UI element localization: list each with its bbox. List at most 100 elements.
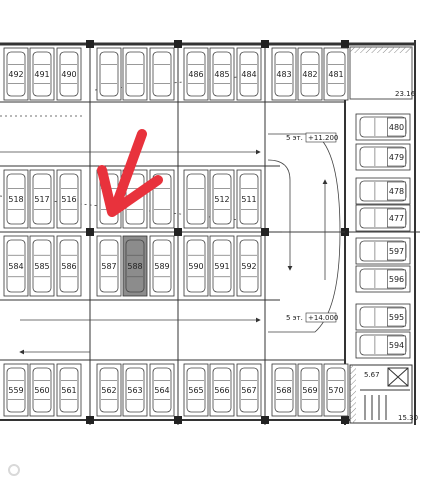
space-number: 563 [127,386,142,395]
parking-space [96,47,122,101]
space-number: 570 [328,386,343,395]
space-number: 584 [8,262,23,271]
space-number: 560 [34,386,49,395]
parking-space: 597 [355,237,411,265]
car-icon [6,173,26,225]
space-number: 482 [302,70,317,79]
parking-space: 587 [96,235,122,297]
car-icon [300,51,320,97]
space-number: 478 [389,187,404,196]
car-icon [239,239,259,293]
car-icon [6,239,26,293]
space-number: 477 [389,214,404,223]
space-number: 566 [214,386,229,395]
parking-space: 567 [236,363,262,417]
parking-space: 482 [297,47,323,101]
car-icon [186,367,206,413]
car-icon [152,367,172,413]
space-number: 564 [154,386,169,395]
car-icon [32,367,52,413]
car-icon [359,334,407,356]
parking-space [149,47,175,101]
space-number: 595 [389,313,404,322]
stairwell: 5.67 15.30 [349,364,418,424]
car-icon [359,240,407,262]
avito-watermark [8,463,23,476]
space-number: 479 [389,153,404,162]
space-number: 483 [276,70,291,79]
parking-space: 595 [355,303,411,331]
car-icon [59,239,79,293]
parking-space: 563 [122,363,148,417]
stair-dimension-label: 5.67 [364,371,380,379]
parking-space: 518 [3,169,29,229]
space-number: 594 [389,341,404,350]
space-number: 485 [214,70,229,79]
parking-space: 565 [183,363,209,417]
space-number: 586 [61,262,76,271]
space-number: 559 [8,386,23,395]
parking-space: 517 [29,169,55,229]
space-number: 491 [34,70,49,79]
space-number: 481 [328,70,343,79]
parking-space: 594 [355,331,411,359]
ramp-level-mark: +14.000 [308,314,338,322]
parking-space: 566 [209,363,235,417]
ramp-floor-label: 5 эт. [286,134,303,142]
parking-space: 490 [56,47,82,101]
parking-space: 511 [236,169,262,229]
ramp-level-labels: 5 эт. +11.200 5 эт. +14.000 [286,132,338,323]
car-icon [239,173,259,225]
parking-space: 486 [183,47,209,101]
car-icon [212,239,232,293]
car-icon [274,51,294,97]
parking-space [122,47,148,101]
car-icon [326,51,346,97]
car-icon [6,51,26,97]
car-icon [152,51,172,97]
space-number: 511 [241,195,256,204]
parking-space: 559 [3,363,29,417]
parking-space: 481 [323,47,349,101]
space-number: 484 [241,70,256,79]
space-number: 492 [8,70,23,79]
parking-space: 560 [29,363,55,417]
car-icon [59,173,79,225]
parking-space: 478 [355,177,411,205]
parking-space: 477 [355,204,411,232]
car-icon [99,51,119,97]
car-icon [212,51,232,97]
car-icon [359,207,407,229]
parking-space: 491 [29,47,55,101]
parking-space: 588 [122,235,148,297]
car-icon [359,268,407,290]
parking-space [183,169,209,229]
space-number: 591 [214,262,229,271]
space-number: 597 [389,247,404,256]
space-number: 480 [389,123,404,132]
red-annotation-arrow-icon [97,129,163,217]
car-icon [186,239,206,293]
top-right-zone: 23.16 [349,46,416,100]
space-number: 596 [389,275,404,284]
car-icon [32,239,52,293]
car-icon [359,180,407,202]
dimension-label: 23.16 [395,90,416,98]
parking-space: 564 [149,363,175,417]
ramp-level-mark: +11.200 [308,134,338,142]
space-number: 585 [34,262,49,271]
car-icon [359,116,407,138]
car-icon [59,367,79,413]
parking-space: 480 [355,113,411,141]
car-icon [359,306,407,328]
car-icon [274,367,294,413]
car-icon [326,367,346,413]
space-number: 516 [61,195,76,204]
car-icon [59,51,79,97]
parking-space: 479 [355,143,411,171]
parking-space: 485 [209,47,235,101]
space-number: 568 [276,386,291,395]
space-number: 517 [34,195,49,204]
